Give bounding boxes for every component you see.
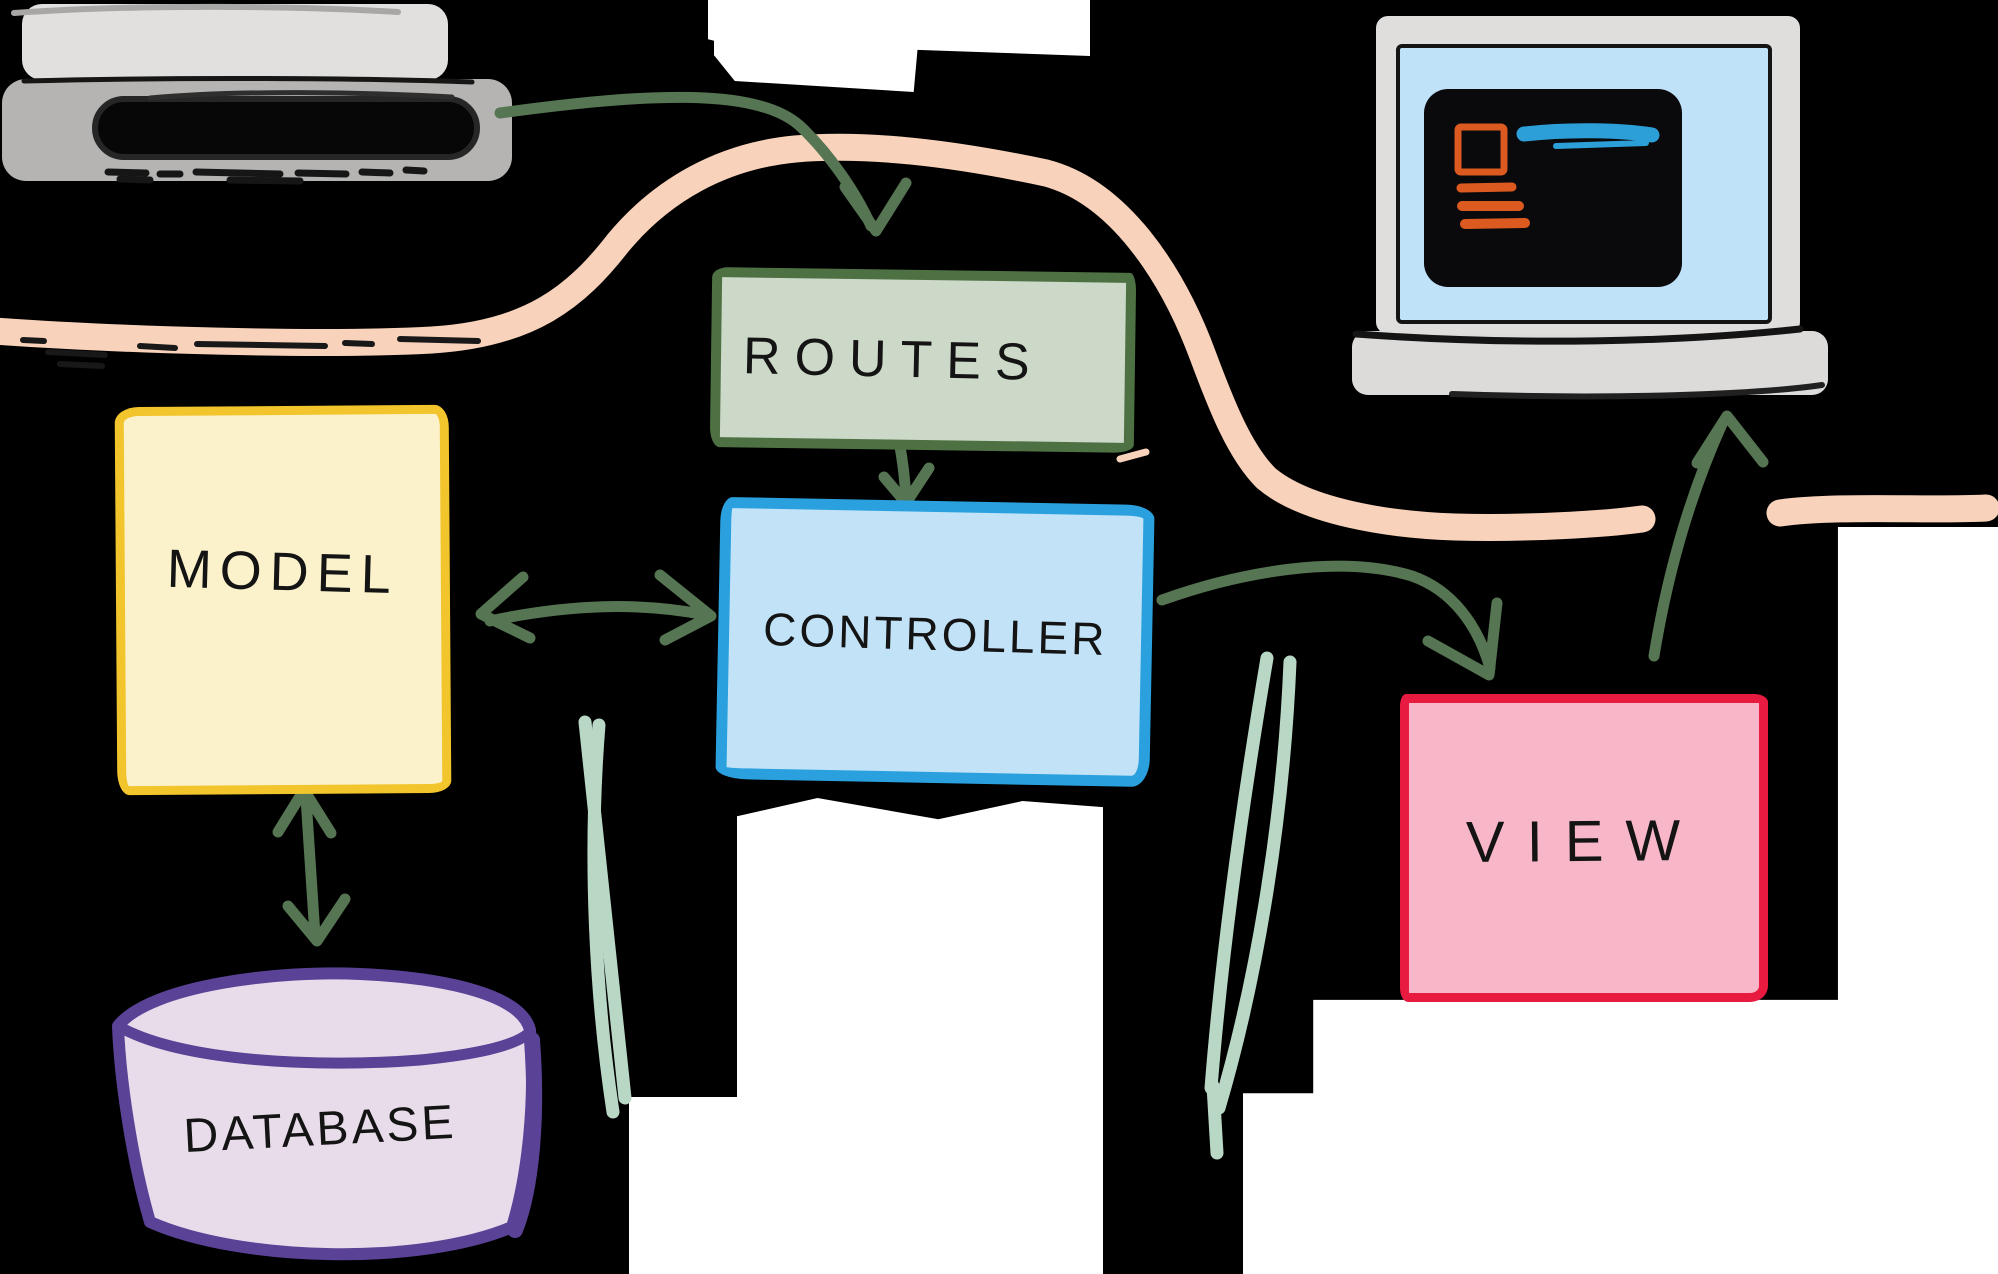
arrow-server-to-routes xyxy=(494,91,912,237)
server-icon xyxy=(2,3,512,185)
browser-text-lines xyxy=(1456,182,1530,229)
routes-label: ROUTES xyxy=(742,327,1044,392)
mint-stroke-right xyxy=(1204,651,1297,1160)
view-label: VIEW xyxy=(1465,807,1703,875)
database-cylinder xyxy=(112,967,543,1261)
paper-remnant xyxy=(629,1097,1103,1274)
routes-node: ROUTES xyxy=(709,267,1137,453)
model-node: MODEL xyxy=(114,404,452,796)
view-node: VIEW xyxy=(1400,694,1768,1002)
controller-node: CONTROLLER xyxy=(715,496,1155,788)
browser-logo-box xyxy=(1454,123,1508,176)
paper-remnant xyxy=(714,0,922,92)
controller-label: CONTROLLER xyxy=(762,602,1109,666)
model-label: MODEL xyxy=(165,538,400,606)
arrow-model-database xyxy=(272,784,351,947)
arrow-controller-to-view xyxy=(1156,560,1503,681)
browser-title-bar xyxy=(1516,123,1660,143)
mint-stroke-left xyxy=(578,715,632,1119)
peach-band-scribbles xyxy=(20,336,481,369)
paper-remnant xyxy=(737,798,1103,1098)
arrow-routes-to-controller xyxy=(878,435,935,509)
laptop-icon xyxy=(1352,16,1828,400)
arrow-model-controller xyxy=(475,569,717,646)
arrow-view-to-laptop xyxy=(1648,410,1769,662)
